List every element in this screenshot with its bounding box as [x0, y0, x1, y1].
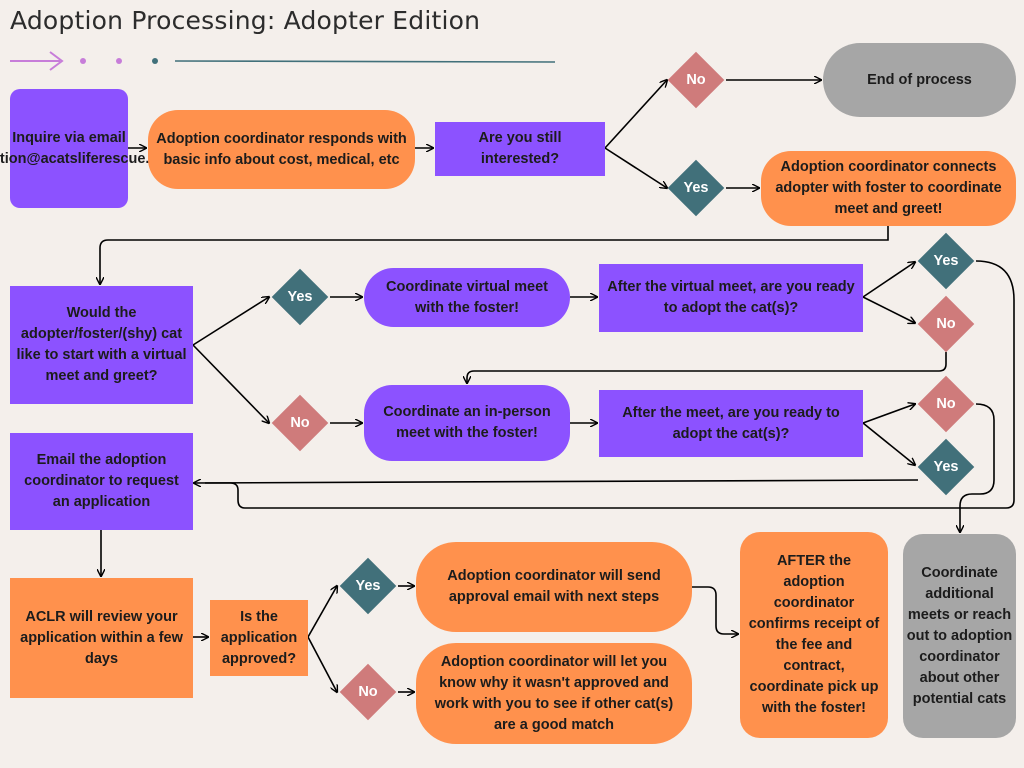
decision-label: Yes	[355, 578, 381, 594]
no-decision-approved: No	[339, 663, 397, 721]
decision-label: Yes	[683, 180, 709, 196]
connects-foster-node: Adoption coordinator connects adopter wi…	[761, 151, 1016, 226]
email-application-node: Email the adoption coordinator to reques…	[10, 433, 193, 530]
after-virtual-node: After the virtual meet, are you ready to…	[599, 264, 863, 332]
yes-decision-virtual: Yes	[271, 268, 329, 326]
virtual-meet-node: Coordinate virtual meet with the foster!	[364, 268, 570, 327]
decision-label: No	[936, 396, 956, 412]
no-decision-virtual: No	[271, 394, 329, 452]
inquire-email-node: Inquire via email (adoption@acatsliferes…	[0, 89, 178, 208]
additional-meets-node: Coordinate additional meets or reach out…	[903, 534, 1016, 738]
not-approved-node: Adoption coordinator will let you know w…	[416, 643, 692, 744]
decision-label: No	[290, 415, 310, 431]
page-title: Adoption Processing: Adopter Edition	[10, 6, 481, 35]
yes-decision-interested: Yes	[667, 159, 725, 217]
yes-decision-after-virtual: Yes	[917, 232, 975, 290]
header-decoration	[10, 51, 556, 71]
no-decision-interested: No	[667, 51, 725, 109]
after-meet-node: After the meet, are you ready to adopt t…	[599, 390, 863, 457]
coordinator-responds-node: Adoption coordinator responds with basic…	[148, 110, 415, 189]
decision-label: No	[686, 72, 706, 88]
end-of-process-node: End of process	[823, 43, 1016, 117]
decision-label: No	[358, 684, 378, 700]
no-decision-after-meet: No	[917, 375, 975, 433]
after-fee-node: AFTER the adoption coordinator confirms …	[740, 532, 888, 738]
inperson-meet-node: Coordinate an in-person meet with the fo…	[364, 385, 570, 461]
decision-label: No	[936, 316, 956, 332]
review-application-node: ACLR will review your application within…	[10, 578, 193, 698]
decision-label: Yes	[287, 289, 313, 305]
no-decision-after-virtual: No	[917, 295, 975, 353]
decision-label: Yes	[933, 253, 959, 269]
approved-question-node: Is the application approved?	[210, 600, 308, 676]
still-interested-node: Are you still interested?	[435, 122, 605, 176]
decision-label: Yes	[933, 459, 959, 475]
virtual-question-node: Would the adopter/foster/(shy) cat like …	[10, 286, 193, 404]
yes-decision-approved: Yes	[339, 557, 397, 615]
yes-decision-after-meet: Yes	[917, 438, 975, 496]
approval-email-node: Adoption coordinator will send approval …	[416, 542, 692, 632]
